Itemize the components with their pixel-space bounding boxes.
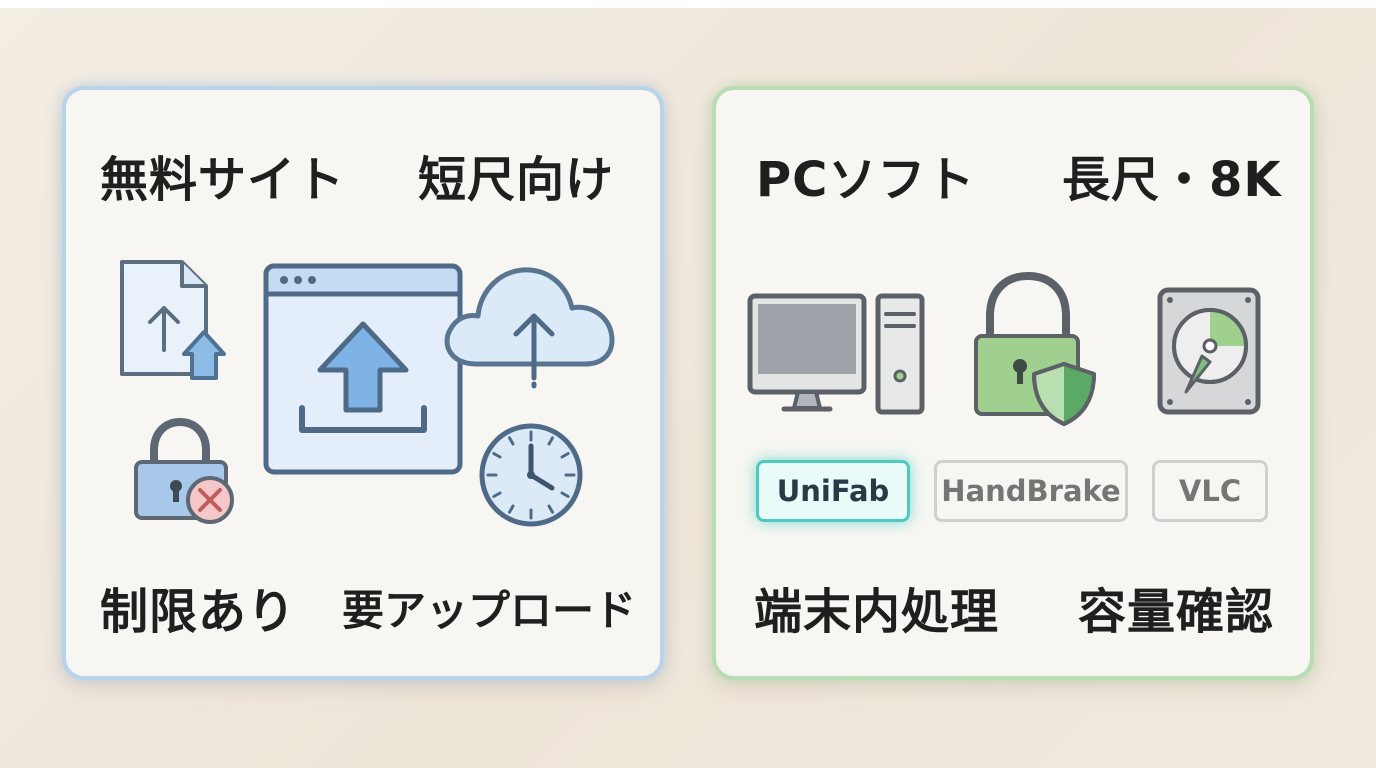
clock-icon bbox=[479, 423, 583, 527]
pc-software-panel: PCソフト 長尺・8K UniFab HandBrake VLC bbox=[712, 86, 1314, 680]
limited-label: 制限あり bbox=[100, 584, 297, 640]
file-upload-icon bbox=[120, 260, 226, 380]
short-video-title: 短尺向け bbox=[418, 152, 615, 208]
upload-required-label: 要アップロード bbox=[342, 586, 637, 635]
lock-error-icon bbox=[134, 417, 234, 524]
lock-shield-icon bbox=[974, 271, 1096, 426]
cloud-upload-icon bbox=[444, 267, 615, 394]
local-processing-label: 端末内処理 bbox=[754, 584, 1000, 640]
long-8k-title: 長尺・8K bbox=[1062, 152, 1282, 208]
desktop-computer-icon bbox=[747, 293, 925, 415]
check-capacity-label: 容量確認 bbox=[1078, 584, 1275, 640]
browser-upload-icon bbox=[263, 263, 463, 475]
unifab-option[interactable]: UniFab bbox=[756, 460, 910, 522]
free-site-panel: 無料サイト 短尺向け bbox=[62, 86, 664, 680]
vlc-option[interactable]: VLC bbox=[1152, 460, 1268, 522]
handbrake-option[interactable]: HandBrake bbox=[934, 460, 1128, 522]
top-edge bbox=[0, 0, 1376, 8]
hard-drive-icon bbox=[1157, 287, 1261, 415]
free-site-title: 無料サイト bbox=[100, 152, 346, 208]
pc-software-title: PCソフト bbox=[756, 152, 976, 208]
